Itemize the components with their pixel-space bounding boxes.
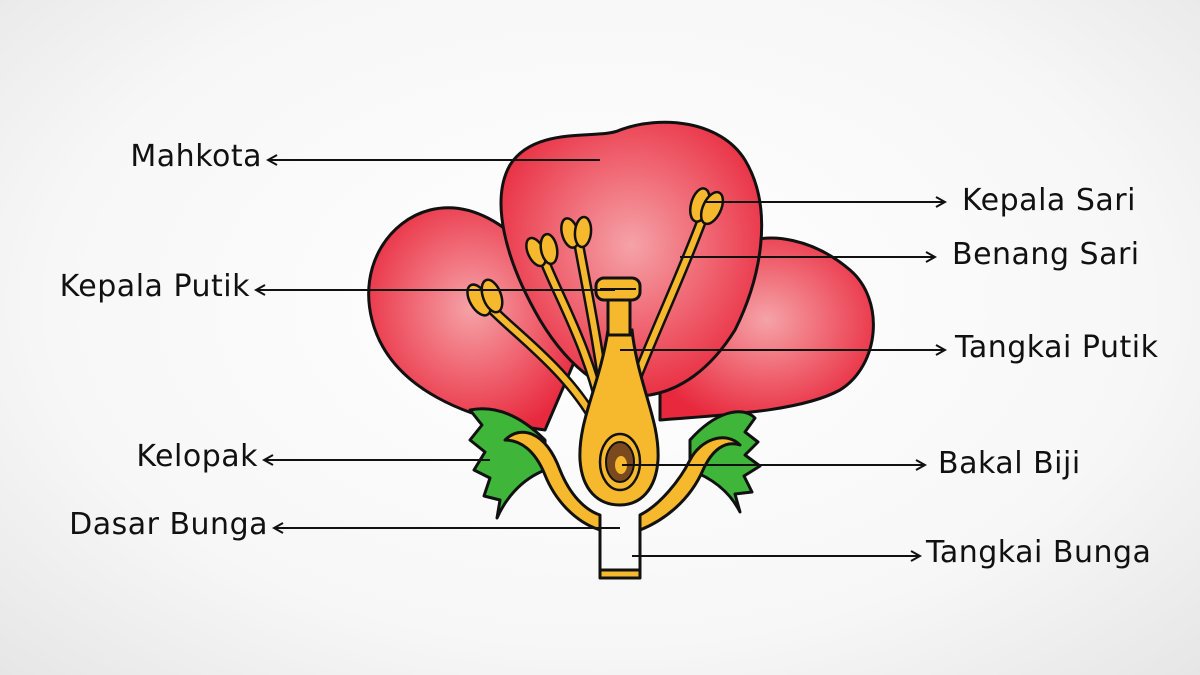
leader-lines bbox=[256, 160, 945, 556]
anthers bbox=[466, 187, 725, 317]
label-tangkai-bunga: Tangkai Bunga bbox=[926, 535, 1152, 570]
label-kelopak: Kelopak bbox=[136, 439, 258, 474]
label-tangkai-putik: Tangkai Putik bbox=[955, 330, 1159, 365]
receptacle bbox=[503, 430, 742, 580]
label-benang-sari: Benang Sari bbox=[952, 237, 1140, 272]
label-mahkota: Mahkota bbox=[130, 139, 262, 174]
label-bakal-biji: Bakal Biji bbox=[938, 446, 1081, 481]
label-dasar-bunga: Dasar Bunga bbox=[69, 507, 268, 542]
label-kepala-putik: Kepala Putik bbox=[59, 269, 250, 304]
label-kepala-sari: Kepala Sari bbox=[962, 183, 1136, 218]
